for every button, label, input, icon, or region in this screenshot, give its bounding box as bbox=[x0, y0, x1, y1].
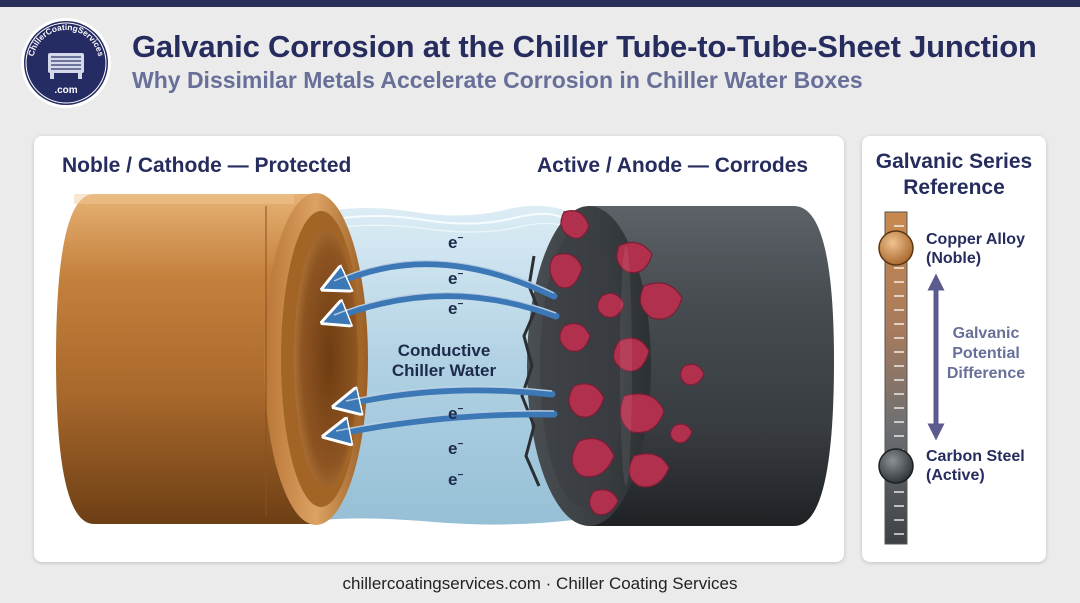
potential-label-line2: Potential bbox=[952, 345, 1020, 362]
chiller-unit-icon bbox=[48, 53, 84, 79]
logo: ChillerCoatingServices .com bbox=[21, 18, 111, 108]
logo-bottom-text: .com bbox=[54, 85, 77, 96]
copper-label-line1: Copper Alloy bbox=[926, 231, 1025, 248]
corrosion-pits bbox=[549, 210, 705, 516]
electron-label-5: e− bbox=[448, 439, 463, 458]
cathode-label: Noble / Cathode — Protected bbox=[62, 154, 352, 177]
diagram-panel: Noble / Cathode — Protected Active / Ano… bbox=[34, 136, 844, 562]
top-accent-bar bbox=[0, 0, 1080, 7]
anode-label: Active / Anode — Corrodes bbox=[537, 154, 809, 177]
galvanic-scale: Copper Alloy (Noble) Carbon Steel (Activ… bbox=[878, 211, 1025, 545]
water-label-line1: Conductive bbox=[398, 341, 491, 360]
electron-label-2: e− bbox=[448, 269, 463, 288]
galvanic-series-panel: Galvanic Series Reference bbox=[862, 136, 1046, 562]
page-title: Galvanic Corrosion at the Chiller Tube-t… bbox=[132, 29, 1037, 64]
page-subtitle: Why Dissimilar Metals Accelerate Corrosi… bbox=[132, 67, 863, 93]
steel-label-line1: Carbon Steel bbox=[926, 448, 1025, 465]
footer-text: chillercoatingservices.com · Chiller Coa… bbox=[342, 574, 738, 593]
water-label-line2: Chiller Water bbox=[392, 361, 497, 380]
series-scale-ticks bbox=[894, 225, 904, 535]
potential-label-line1: Galvanic bbox=[953, 325, 1020, 342]
electron-label-4: e− bbox=[448, 404, 463, 423]
copper-alloy-tube bbox=[56, 193, 368, 525]
potential-label-line3: Difference bbox=[947, 365, 1025, 382]
copper-label-line2: (Noble) bbox=[926, 250, 981, 267]
electron-label-3: e− bbox=[448, 299, 463, 318]
electron-label-1: e− bbox=[448, 233, 463, 252]
electron-flow-arrows bbox=[334, 260, 560, 434]
carbon-steel-tube bbox=[520, 206, 834, 526]
electron-label-6: e− bbox=[448, 470, 463, 489]
header: ChillerCoatingServices .com Galvanic Cor… bbox=[0, 7, 1080, 118]
chiller-water bbox=[324, 205, 574, 525]
copper-marker bbox=[878, 230, 914, 266]
steel-label-line2: (Active) bbox=[926, 467, 985, 484]
series-title-line1: Galvanic Series bbox=[875, 150, 1033, 173]
steel-marker bbox=[878, 448, 914, 484]
galvanic-diagram: e− e− e− e− e− e− Conductive Chiller Wat… bbox=[56, 193, 834, 526]
series-title-line2: Reference bbox=[903, 176, 1005, 199]
